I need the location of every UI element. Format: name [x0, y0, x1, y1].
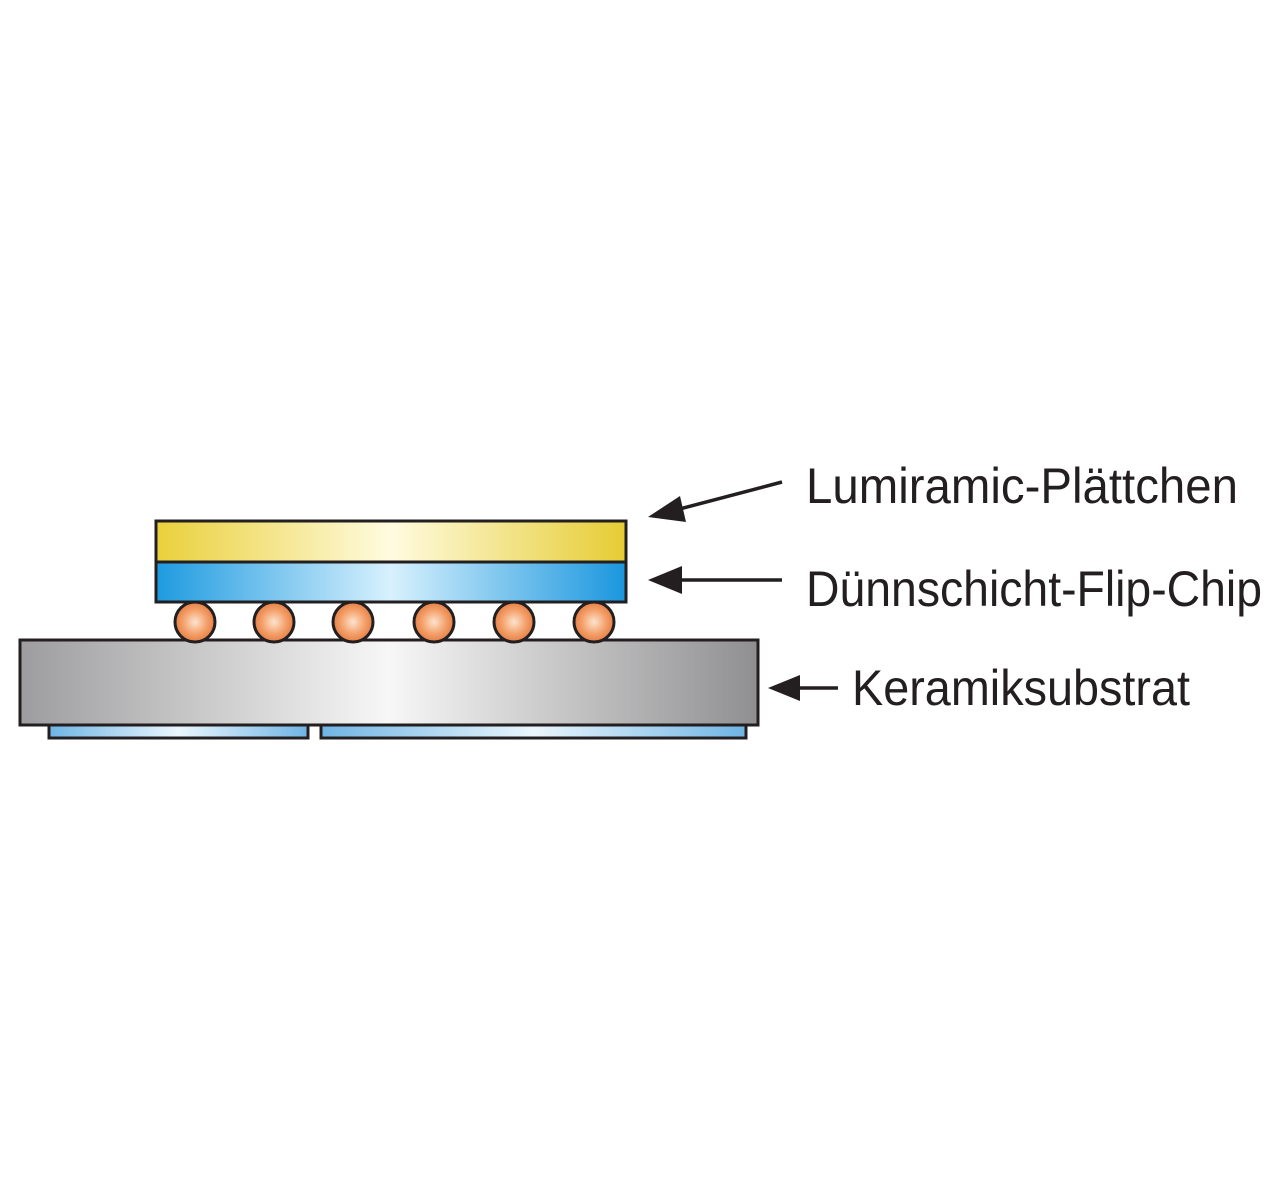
solder-bump: [173, 600, 217, 644]
flip-chip-layer: [154, 560, 628, 604]
arrow-substrate: [768, 675, 838, 701]
label-substrate: Keramiksubstrat: [852, 660, 1190, 716]
lumiramic-layer: [154, 519, 628, 564]
label-flip-chip: Dünnschicht-Flip-Chip: [806, 561, 1262, 617]
solder-bump: [572, 600, 616, 644]
solder-bump: [252, 600, 296, 644]
solder-bump: [412, 600, 456, 644]
label-lumiramic: Lumiramic-Plättchen: [806, 458, 1238, 514]
solder-bumps: [173, 600, 616, 644]
solder-bump: [331, 600, 375, 644]
arrow-flip-chip: [648, 566, 782, 594]
ceramic-substrate: [18, 638, 760, 727]
solder-bump: [492, 600, 536, 644]
arrow-lumiramic: [648, 480, 783, 522]
